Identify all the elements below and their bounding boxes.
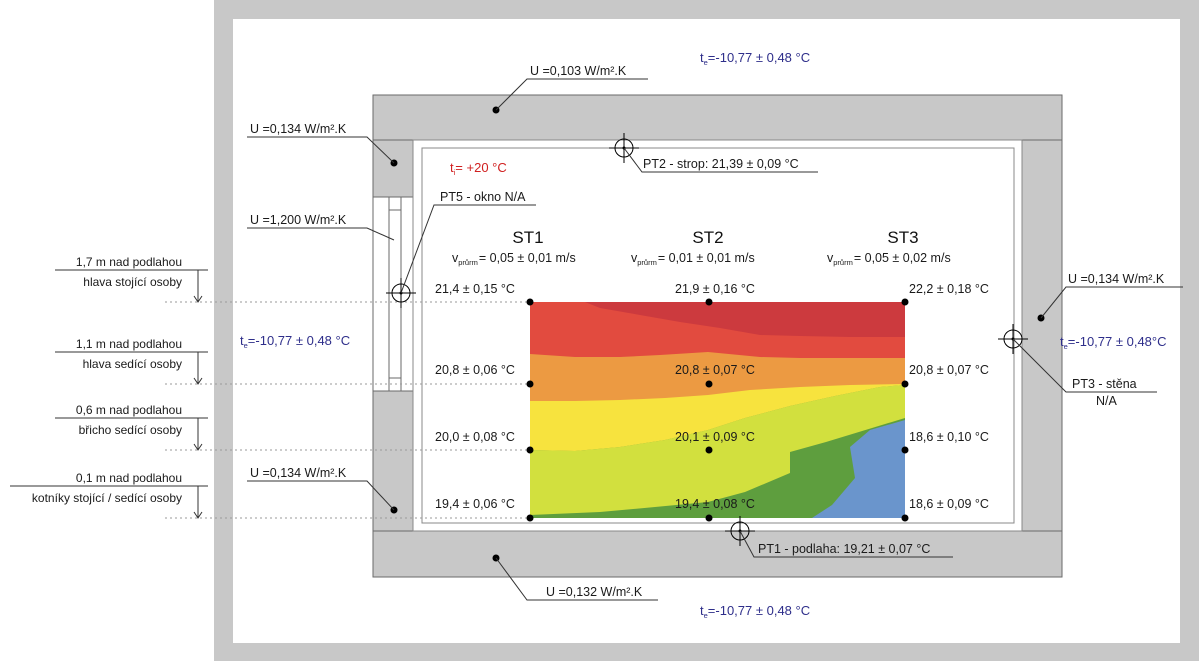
pt2-label: PT2 - strop: 21,39 ± 0,09 °C bbox=[643, 157, 799, 171]
stand-1-velocity: vprůrm= 0,05 ± 0,01 m/s bbox=[452, 251, 576, 267]
pt3-label-line2: N/A bbox=[1096, 394, 1118, 408]
stand-2-name: ST2 bbox=[692, 228, 723, 247]
st1-reading-4: 19,4 ± 0,06 °C bbox=[435, 497, 515, 511]
height-3-line2: břicho sedící osoby bbox=[79, 423, 182, 437]
st1-reading-1: 21,4 ± 0,15 °C bbox=[435, 282, 515, 296]
pt5-label: PT5 - okno N/A bbox=[440, 190, 526, 204]
st2-reading-4: 19,4 ± 0,08 °C bbox=[675, 497, 755, 511]
u-window-label: U =1,200 W/m².K bbox=[250, 213, 347, 227]
point-st1-4 bbox=[526, 514, 534, 522]
point-st2-4 bbox=[705, 514, 713, 522]
point-st3-3 bbox=[901, 446, 909, 454]
u-roof-label: U =0,103 W/m².K bbox=[530, 64, 627, 78]
te-bottom-label: te=-10,77 ± 0,48 °C bbox=[700, 603, 810, 620]
right-wall bbox=[1021, 139, 1063, 532]
u-left-lower-label: U =0,134 W/m².K bbox=[250, 466, 347, 480]
st3-reading-2: 20,8 ± 0,07 °C bbox=[909, 363, 989, 377]
stand-3-name: ST3 bbox=[887, 228, 918, 247]
point-st1-1 bbox=[526, 298, 534, 306]
window bbox=[372, 196, 414, 392]
height-lines bbox=[165, 301, 530, 519]
band-20 bbox=[530, 385, 905, 515]
u-right-label: U =0,134 W/m².K bbox=[1068, 272, 1165, 286]
st1-reading-3: 20,0 ± 0,08 °C bbox=[435, 430, 515, 444]
st2-reading-1: 21,9 ± 0,16 °C bbox=[675, 282, 755, 296]
stand-1-name: ST1 bbox=[512, 228, 543, 247]
stand-3-velocity: vprůrm= 0,05 ± 0,02 m/s bbox=[827, 251, 951, 267]
stand-2-velocity: vprůrm= 0,01 ± 0,01 m/s bbox=[631, 251, 755, 267]
height-3-line1: 0,6 m nad podlahou bbox=[76, 403, 182, 417]
ti-label: ti= +20 °C bbox=[450, 160, 507, 177]
room-outline bbox=[412, 139, 1023, 532]
pt3-label-line1: PT3 - stěna bbox=[1072, 377, 1137, 391]
point-st2-3 bbox=[705, 446, 713, 454]
measurement-points bbox=[526, 298, 909, 522]
point-st1-3 bbox=[526, 446, 534, 454]
u-floor-label: U =0,132 W/m².K bbox=[546, 585, 643, 599]
room-inner-outline bbox=[421, 147, 1015, 524]
u-left-upper-label: U =0,134 W/m².K bbox=[250, 122, 347, 136]
height-2-line2: hlava sedící osoby bbox=[83, 357, 182, 371]
st3-reading-4: 18,6 ± 0,09 °C bbox=[909, 497, 989, 511]
temperature-map bbox=[530, 302, 905, 518]
point-st1-2 bbox=[526, 380, 534, 388]
floor-wall bbox=[372, 530, 1063, 578]
te-right-label: te=-10,77 ± 0,48°C bbox=[1060, 334, 1167, 351]
height-1-line2: hlava stojící osoby bbox=[83, 275, 182, 289]
st3-reading-3: 18,6 ± 0,10 °C bbox=[909, 430, 989, 444]
height-2-line1: 1,1 m nad podlahou bbox=[76, 337, 182, 351]
point-st3-4 bbox=[901, 514, 909, 522]
height-brackets bbox=[10, 269, 208, 519]
point-st2-2 bbox=[705, 380, 713, 388]
point-st3-1 bbox=[901, 298, 909, 306]
height-4-line2: kotníky stojící / sedící osoby bbox=[32, 491, 182, 505]
pt1-label: PT1 - podlaha: 19,21 ± 0,07 °C bbox=[758, 542, 930, 556]
height-4-line1: 0,1 m nad podlahou bbox=[76, 471, 182, 485]
point-st3-2 bbox=[901, 380, 909, 388]
point-st2-1 bbox=[705, 298, 713, 306]
st2-reading-2: 20,8 ± 0,07 °C bbox=[675, 363, 755, 377]
band-22 bbox=[585, 302, 905, 337]
probe-leaders bbox=[400, 147, 1157, 558]
te-top-label: te=-10,77 ± 0,48 °C bbox=[700, 50, 810, 67]
st3-reading-1: 22,2 ± 0,18 °C bbox=[909, 282, 989, 296]
roof-wall bbox=[372, 94, 1063, 141]
st2-reading-3: 20,1 ± 0,09 °C bbox=[675, 430, 755, 444]
height-1-line1: 1,7 m nad podlahou bbox=[76, 255, 182, 269]
u-leaders bbox=[247, 78, 1183, 601]
st1-reading-2: 20,8 ± 0,06 °C bbox=[435, 363, 515, 377]
band-18-5 bbox=[530, 420, 905, 518]
te-left-label: te=-10,77 ± 0,48 °C bbox=[240, 333, 350, 350]
